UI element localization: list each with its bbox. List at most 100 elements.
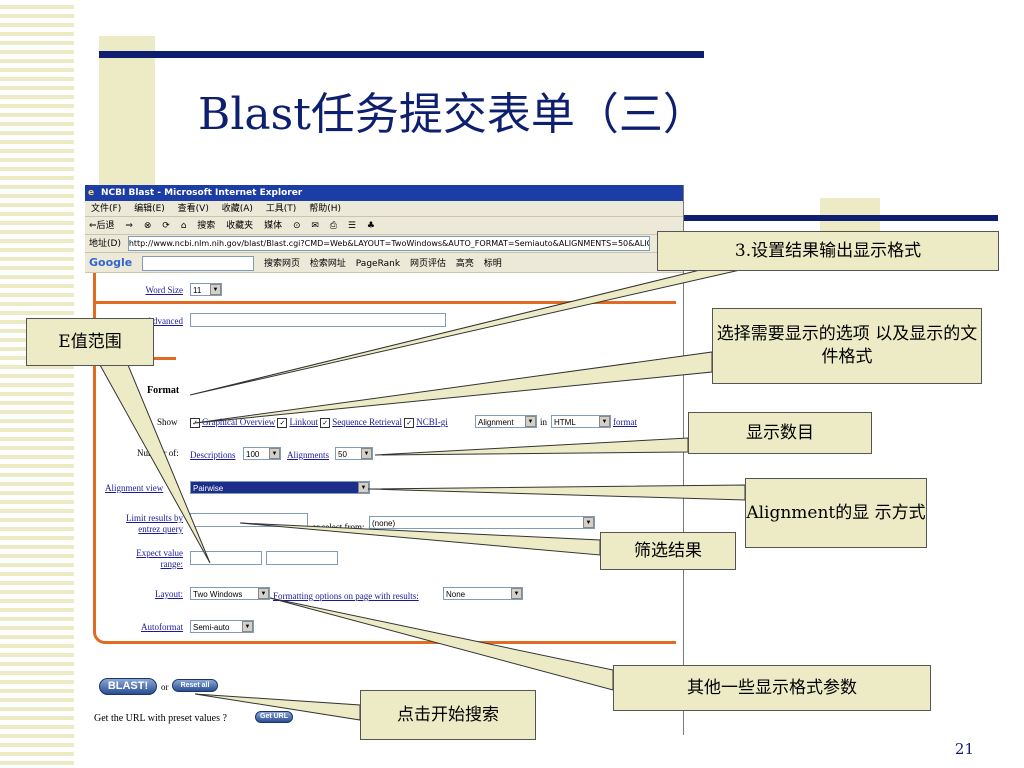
alignments-value: 50 — [338, 450, 347, 459]
address-input[interactable]: http://www.ncbi.nlm.nih.gov/blast/Blast.… — [127, 236, 650, 251]
title-accent-block — [99, 36, 155, 186]
title-bar-line — [99, 51, 704, 58]
menu-edit[interactable]: 编辑(E) — [134, 204, 165, 214]
show-alignment-value: Alignment — [478, 418, 514, 427]
stop-icon[interactable]: ⊗ — [143, 221, 152, 231]
browser-screenshot: e NCBI Blast - Microsoft Internet Explor… — [85, 185, 684, 735]
chevron-down-icon: ▼ — [269, 448, 280, 459]
word-size-select[interactable]: 11▼ — [190, 283, 222, 296]
descriptions-select[interactable]: 100 ▼ — [243, 447, 281, 460]
callout-show-options: 选择需要显示的选项 以及显示的文件格式 — [712, 308, 982, 384]
blast-button[interactable]: BLAST! — [99, 678, 157, 695]
google-search-web[interactable]: 搜索网页 — [264, 259, 301, 269]
expect-max-input[interactable] — [266, 551, 338, 565]
menu-file[interactable]: 文件(F) — [91, 204, 122, 214]
ie-icon: e — [88, 188, 95, 198]
messenger-icon[interactable]: ♣ — [366, 221, 375, 231]
show-label: Show — [157, 417, 178, 427]
alignments-link[interactable]: Alignments — [287, 450, 329, 460]
blast-form: Word Size 11▼ Advanced Format Show ✓Grap… — [85, 273, 683, 735]
autoformat-select[interactable]: Semi-auto▼ — [190, 620, 254, 633]
callout-show-count: 显示数目 — [688, 412, 872, 454]
sequence-retrieval-link[interactable]: Sequence Retrieval — [332, 417, 402, 427]
callout-other-formats: 其他一些显示格式参数 — [613, 665, 931, 711]
or-text: or — [161, 682, 169, 692]
page-number: 21 — [954, 740, 974, 758]
forward-button[interactable]: ⇒ — [125, 221, 133, 231]
google-search-site[interactable]: 检索网址 — [309, 259, 346, 269]
google-mark[interactable]: 标明 — [483, 259, 502, 269]
callout-alignment-view: Alignment的显 示方式 — [745, 478, 927, 548]
callout-e-value: E值范围 — [26, 318, 154, 366]
show-format-select[interactable]: HTML ▼ — [551, 415, 611, 428]
menu-help[interactable]: 帮助(H) — [309, 204, 341, 214]
advanced-input[interactable] — [190, 313, 446, 327]
google-search-input[interactable] — [142, 256, 255, 271]
sequence-retrieval-checkbox[interactable]: ✓ — [320, 417, 331, 428]
alignments-select[interactable]: 50▼ — [335, 447, 373, 460]
home-icon[interactable]: ⌂ — [180, 221, 187, 231]
word-size-label[interactable]: Word Size — [145, 285, 183, 295]
history-icon[interactable]: ⊙ — [292, 221, 301, 231]
alignment-view-select[interactable]: Pairwise ▼ — [190, 481, 370, 494]
chevron-down-icon: ▼ — [525, 416, 536, 427]
chevron-down-icon: ▼ — [599, 416, 610, 427]
limit-select-value: (none) — [372, 519, 396, 528]
graphical-overview-link[interactable]: Graphical Overview — [202, 417, 276, 427]
google-highlight[interactable]: 高亮 — [455, 259, 474, 269]
menu-view[interactable]: 查看(V) — [177, 204, 209, 214]
print-icon[interactable]: ⎙ — [329, 221, 337, 231]
ncbi-gi-checkbox[interactable]: ✓ — [404, 417, 415, 428]
expect-value-label-1[interactable]: Expect value — [136, 548, 183, 558]
descriptions-link[interactable]: Descriptions — [190, 450, 236, 460]
mail-icon[interactable]: ✉ — [311, 221, 319, 231]
limit-results-label-1[interactable]: Limit results by — [126, 513, 183, 523]
menu-tools[interactable]: 工具(T) — [265, 204, 297, 214]
reset-all-button[interactable]: Reset all — [172, 679, 218, 692]
layout-label[interactable]: Layout: — [155, 589, 183, 599]
limit-select[interactable]: (none)▼ — [369, 516, 595, 529]
menu-favorites[interactable]: 收藏(A) — [221, 204, 253, 214]
google-pagerank: PageRank — [355, 259, 401, 269]
show-alignment-select[interactable]: Alignment ▼ — [475, 415, 537, 428]
edit-icon[interactable]: ☰ — [347, 221, 356, 231]
section-divider — [96, 301, 676, 304]
alignment-view-value: Pairwise — [193, 484, 224, 493]
search-button[interactable]: 搜索 — [197, 221, 216, 231]
get-url-button[interactable]: Get URL — [255, 711, 293, 723]
callout-start-search: 点击开始搜索 — [360, 690, 536, 740]
advanced-label[interactable]: Advanced — [146, 316, 183, 326]
callout-filter: 筛选结果 — [600, 532, 736, 570]
back-button[interactable]: ⇐后退 — [89, 221, 115, 231]
limit-results-label-2[interactable]: entrez query — [138, 524, 183, 534]
expect-value-label-2[interactable]: range: — [160, 559, 184, 569]
chevron-down-icon: ▼ — [358, 482, 369, 493]
formatting-options-link[interactable]: Formatting options on page with results: — [273, 591, 419, 601]
chevron-down-icon: ▼ — [242, 621, 253, 632]
favorites-button[interactable]: 收藏夹 — [226, 221, 254, 231]
media-button[interactable]: 媒体 — [264, 221, 283, 231]
alignment-view-label[interactable]: Alignment view — [105, 483, 164, 493]
format-link[interactable]: format — [613, 417, 637, 427]
linkout-link[interactable]: Linkout — [289, 417, 318, 427]
get-url-text: Get the URL with preset values ? — [94, 713, 227, 724]
window-title: NCBI Blast - Microsoft Internet Explorer — [101, 188, 303, 198]
show-format-value: HTML — [554, 418, 576, 427]
expect-min-input[interactable] — [190, 551, 262, 565]
slide-title: Blast任务提交表单（三） — [198, 89, 707, 140]
show-options-row: ✓Graphical Overview ✓Linkout ✓Sequence R… — [190, 417, 448, 428]
entrez-query-input[interactable] — [190, 513, 308, 527]
chevron-down-icon: ▼ — [210, 284, 221, 295]
graphical-overview-checkbox[interactable]: ✓ — [190, 417, 200, 428]
descriptions-value: 100 — [246, 450, 260, 459]
linkout-checkbox[interactable]: ✓ — [277, 417, 288, 428]
autoformat-label[interactable]: Autoformat — [141, 622, 183, 632]
ncbi-gi-link[interactable]: NCBI-gi — [416, 417, 448, 427]
formatting-options-select[interactable]: None▼ — [443, 587, 523, 600]
layout-select[interactable]: Two Windows▼ — [190, 587, 270, 600]
google-logo[interactable]: Google — [89, 256, 133, 269]
refresh-icon[interactable]: ⟳ — [162, 221, 170, 231]
google-page-info[interactable]: 网页评估 — [409, 259, 446, 269]
number-of-label: Number of: — [137, 448, 179, 458]
in-label: in — [540, 417, 548, 427]
